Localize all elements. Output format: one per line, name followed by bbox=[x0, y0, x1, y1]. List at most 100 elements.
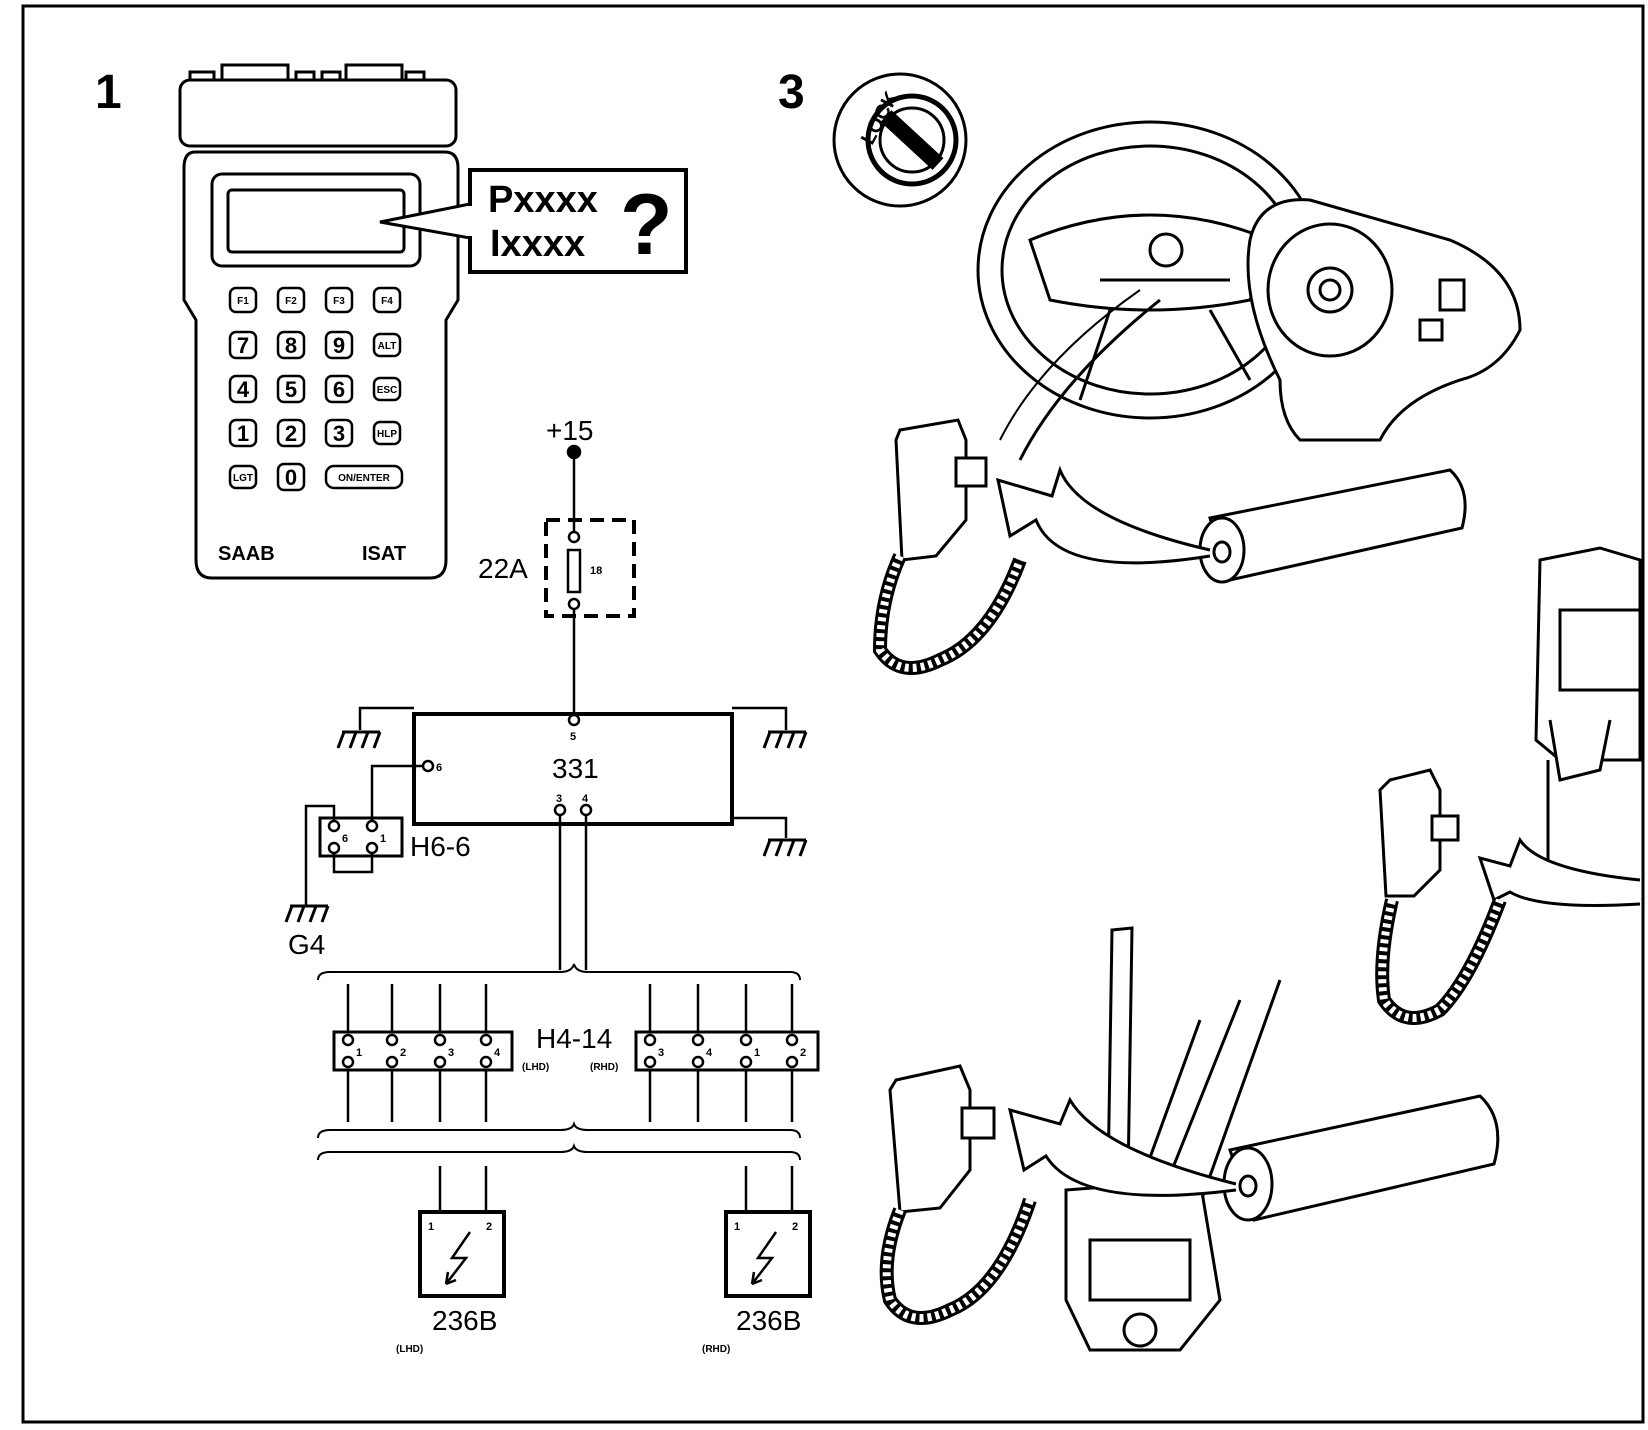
arrow-icon bbox=[1477, 836, 1641, 907]
airbag-rhd-tag: (RHD) bbox=[702, 1344, 730, 1355]
key-label-on-enter: ON/ENTER bbox=[338, 473, 390, 484]
key-5[interactable] bbox=[276, 374, 306, 404]
key-label-7: 7 bbox=[237, 333, 249, 358]
panel-number-1: 1 bbox=[95, 66, 122, 119]
key-3[interactable] bbox=[324, 418, 354, 448]
fuse-pin-label: 18 bbox=[590, 565, 602, 577]
h414-rhd-pin: 1 bbox=[754, 1047, 760, 1059]
key-9[interactable] bbox=[324, 330, 354, 360]
ground-icon bbox=[336, 730, 382, 749]
h66-pin-a: 6 bbox=[342, 833, 348, 845]
h414-rhd-tag: (RHD) bbox=[590, 1062, 618, 1073]
airbag-rhd-pin1: 1 bbox=[734, 1221, 740, 1233]
isat-tester bbox=[178, 63, 460, 580]
airbag-lhd-label: 236B bbox=[432, 1305, 497, 1336]
airbag-module-rhd bbox=[724, 1210, 812, 1298]
outer-frame bbox=[21, 4, 1645, 1424]
lightning-icon bbox=[444, 1231, 472, 1286]
fuse-box-22a bbox=[544, 518, 636, 618]
key-label-hlp: HLP bbox=[377, 429, 397, 440]
fuse-18 bbox=[566, 548, 582, 594]
supply-label: +15 bbox=[546, 415, 594, 446]
key-label-1: 1 bbox=[237, 421, 249, 446]
h66-label: H6-6 bbox=[410, 831, 471, 862]
h414-rhd-pin: 3 bbox=[658, 1047, 664, 1059]
h414-rhd-pin: 4 bbox=[706, 1047, 713, 1059]
panel-number-3: 3 bbox=[778, 66, 805, 119]
key-label-f1: F1 bbox=[237, 296, 249, 307]
h414-lhd-pin: 1 bbox=[356, 1047, 362, 1059]
key-f1[interactable] bbox=[228, 286, 258, 314]
key-label-f3: F3 bbox=[333, 296, 345, 307]
key-0[interactable] bbox=[276, 462, 306, 492]
isat-key-labels: F1 F2 F3 F4 7 8 9 ALT 4 5 6 ESC 1 2 3 HL… bbox=[233, 296, 397, 490]
key-esc[interactable] bbox=[372, 376, 402, 402]
cu-pin-3-label: 3 bbox=[556, 793, 562, 805]
key-6[interactable] bbox=[324, 374, 354, 404]
key-alt[interactable] bbox=[372, 332, 402, 358]
isat-model: ISAT bbox=[362, 543, 406, 565]
h414-lhd-pin: 3 bbox=[448, 1047, 454, 1059]
cu-pin-supply-label: 5 bbox=[570, 731, 576, 743]
key-label-8: 8 bbox=[285, 333, 297, 358]
key-2[interactable] bbox=[276, 418, 306, 448]
key-4[interactable] bbox=[228, 374, 258, 404]
airbag-rhd-pin2: 2 bbox=[792, 1221, 798, 1233]
connector-plug-right bbox=[1375, 768, 1507, 1025]
question-mark: ? bbox=[620, 177, 673, 273]
wiring-diagram bbox=[304, 444, 820, 1298]
lightning-icon bbox=[750, 1231, 778, 1286]
airbag-module-lhd bbox=[418, 1210, 506, 1298]
airbag-rhd-label: 236B bbox=[736, 1305, 801, 1336]
airbag-lhd-pin1: 1 bbox=[428, 1221, 434, 1233]
key-on-enter[interactable] bbox=[324, 464, 404, 490]
ground-icon bbox=[762, 730, 808, 749]
key-f4[interactable] bbox=[372, 286, 402, 314]
h66-pin-b: 1 bbox=[380, 833, 386, 845]
key-f3[interactable] bbox=[324, 286, 354, 314]
fault-code-p: Pxxxx bbox=[488, 179, 598, 221]
code-callout bbox=[379, 168, 688, 274]
key-label-5: 5 bbox=[285, 377, 297, 402]
airbag-module bbox=[1246, 198, 1522, 442]
key-label-9: 9 bbox=[333, 333, 345, 358]
tool-cylinder-upper bbox=[1198, 468, 1467, 584]
ground-icon bbox=[762, 838, 808, 857]
isat-keypad bbox=[228, 286, 404, 492]
key-label-6: 6 bbox=[333, 377, 345, 402]
ground-icon bbox=[284, 904, 330, 923]
h414-label: H4-14 bbox=[536, 1023, 612, 1054]
key-label-alt: ALT bbox=[378, 341, 397, 352]
key-1[interactable] bbox=[228, 418, 258, 448]
key-f2[interactable] bbox=[276, 286, 306, 314]
h414-lhd-tag: (LHD) bbox=[522, 1062, 549, 1073]
control-unit-label: 331 bbox=[552, 753, 599, 784]
key-8[interactable] bbox=[276, 330, 306, 360]
key-label-2: 2 bbox=[285, 421, 297, 446]
ignition-lock-icon bbox=[832, 72, 968, 208]
airbag-lhd-tag: (LHD) bbox=[396, 1344, 423, 1355]
key-label-lgt: LGT bbox=[233, 473, 253, 484]
key-label-f2: F2 bbox=[285, 296, 297, 307]
isat-brand: SAAB bbox=[218, 543, 275, 565]
connector-h6-6 bbox=[318, 816, 404, 858]
cu-pin-6-label: 6 bbox=[436, 762, 442, 774]
key-label-0: 0 bbox=[285, 465, 297, 490]
h414-rhd-pin: 2 bbox=[800, 1047, 806, 1059]
cu-pin-4-label: 4 bbox=[582, 793, 589, 805]
key-lgt[interactable] bbox=[228, 464, 258, 490]
supply-terminal bbox=[566, 444, 582, 460]
seat-assembly bbox=[1534, 546, 1642, 902]
key-label-3: 3 bbox=[333, 421, 345, 446]
h414-lhd-pin: 2 bbox=[400, 1047, 406, 1059]
key-hlp[interactable] bbox=[372, 420, 402, 446]
ground-symbols bbox=[284, 730, 808, 923]
arrow-icon bbox=[1007, 1096, 1237, 1197]
h414-lhd-pin: 4 bbox=[494, 1047, 501, 1059]
key-label-f4: F4 bbox=[381, 296, 393, 307]
connector-plug-upper bbox=[872, 418, 1027, 675]
key-7[interactable] bbox=[228, 330, 258, 360]
airbag-lhd-pin2: 2 bbox=[486, 1221, 492, 1233]
fault-code-i: Ixxxx bbox=[490, 223, 585, 265]
